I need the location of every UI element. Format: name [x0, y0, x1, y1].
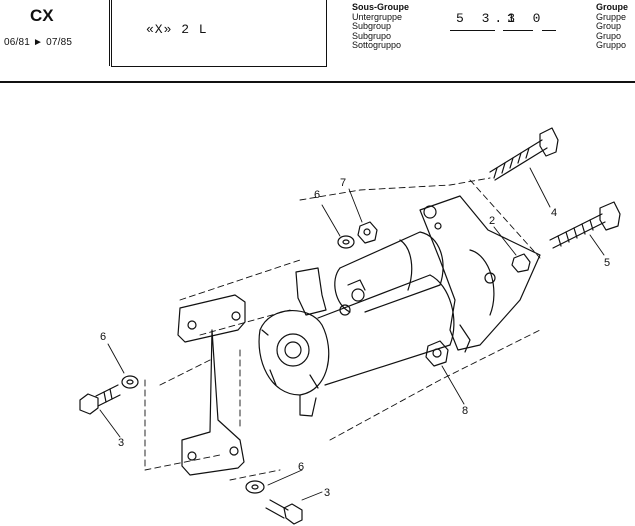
- bolt-5: [549, 201, 621, 249]
- engine-variant: «X» 2 L: [146, 22, 208, 37]
- callout-3-bottom: 3: [324, 487, 330, 499]
- callout-5: 5: [604, 257, 610, 269]
- variant-box: [111, 0, 327, 67]
- group-label-en: Group: [596, 21, 622, 32]
- header-divider-left: [109, 0, 110, 66]
- rear-bracket: [177, 294, 246, 476]
- callout-6-upper: 6: [314, 189, 320, 201]
- group-label-it: Gruppo: [596, 40, 627, 51]
- callout-6-left: 6: [100, 331, 106, 343]
- subgroup-code: 1 0: [507, 11, 546, 26]
- leader-lines: [99, 167, 605, 501]
- nut-8: [425, 340, 449, 367]
- bolt-3-lower: [265, 499, 303, 525]
- bolt-4: [489, 127, 559, 181]
- group-label-fr: Groupe: [596, 2, 629, 12]
- subgroup-label-fr: Sous-Groupe: [352, 2, 410, 12]
- subgroup-label-it: Sottogruppo: [352, 40, 402, 51]
- header-rule: [0, 81, 635, 83]
- washer-6-lower: [245, 480, 265, 494]
- callout-3-left: 3: [118, 437, 124, 449]
- group-labels: Groupe Gruppe Group Grupo Gruppo: [596, 2, 629, 51]
- subgroup-label-en: Subgroup: [352, 21, 392, 32]
- exploded-parts-diagram: 2 3 3 4 5 6 6 6 7 8: [79, 127, 621, 525]
- callout-4: 4: [551, 207, 557, 219]
- variant-code-underline: [542, 30, 556, 31]
- subgroup-label-es: Subgrupo: [352, 30, 392, 41]
- group-code: 5 3.3: [456, 11, 521, 26]
- washer-6-upper: [337, 235, 355, 249]
- header-divider-right: [326, 0, 327, 66]
- bolt-3-upper: [79, 384, 121, 415]
- vehicle-model: CX: [30, 6, 54, 25]
- group-code-underline: [450, 30, 495, 31]
- subgroup-label-de: Untergruppe: [352, 11, 403, 22]
- callout-6-lower: 6: [298, 461, 304, 473]
- group-label-es: Grupo: [596, 30, 622, 41]
- subgroup-labels: Sous-Groupe Untergruppe Subgroup Subgrup…: [352, 2, 410, 51]
- group-label-de: Gruppe: [596, 11, 627, 22]
- callout-2: 2: [489, 215, 495, 227]
- starter-motor: [258, 195, 541, 417]
- production-date-range: 06/81 ► 07/85: [4, 37, 73, 48]
- catalog-header: CX 06/81 ► 07/85 «X» 2 L Sous-Groupe Unt…: [0, 0, 635, 82]
- callout-numbers: 2 3 3 4 5 6 6 6 7 8: [100, 177, 610, 499]
- sleeve-2: [511, 253, 531, 273]
- callout-7: 7: [340, 177, 346, 189]
- nut-7: [357, 221, 378, 244]
- washer-6-left: [121, 375, 139, 389]
- subgroup-code-underline: [503, 30, 533, 31]
- callout-8: 8: [462, 405, 468, 417]
- assembly-dashed-lines: [144, 177, 541, 481]
